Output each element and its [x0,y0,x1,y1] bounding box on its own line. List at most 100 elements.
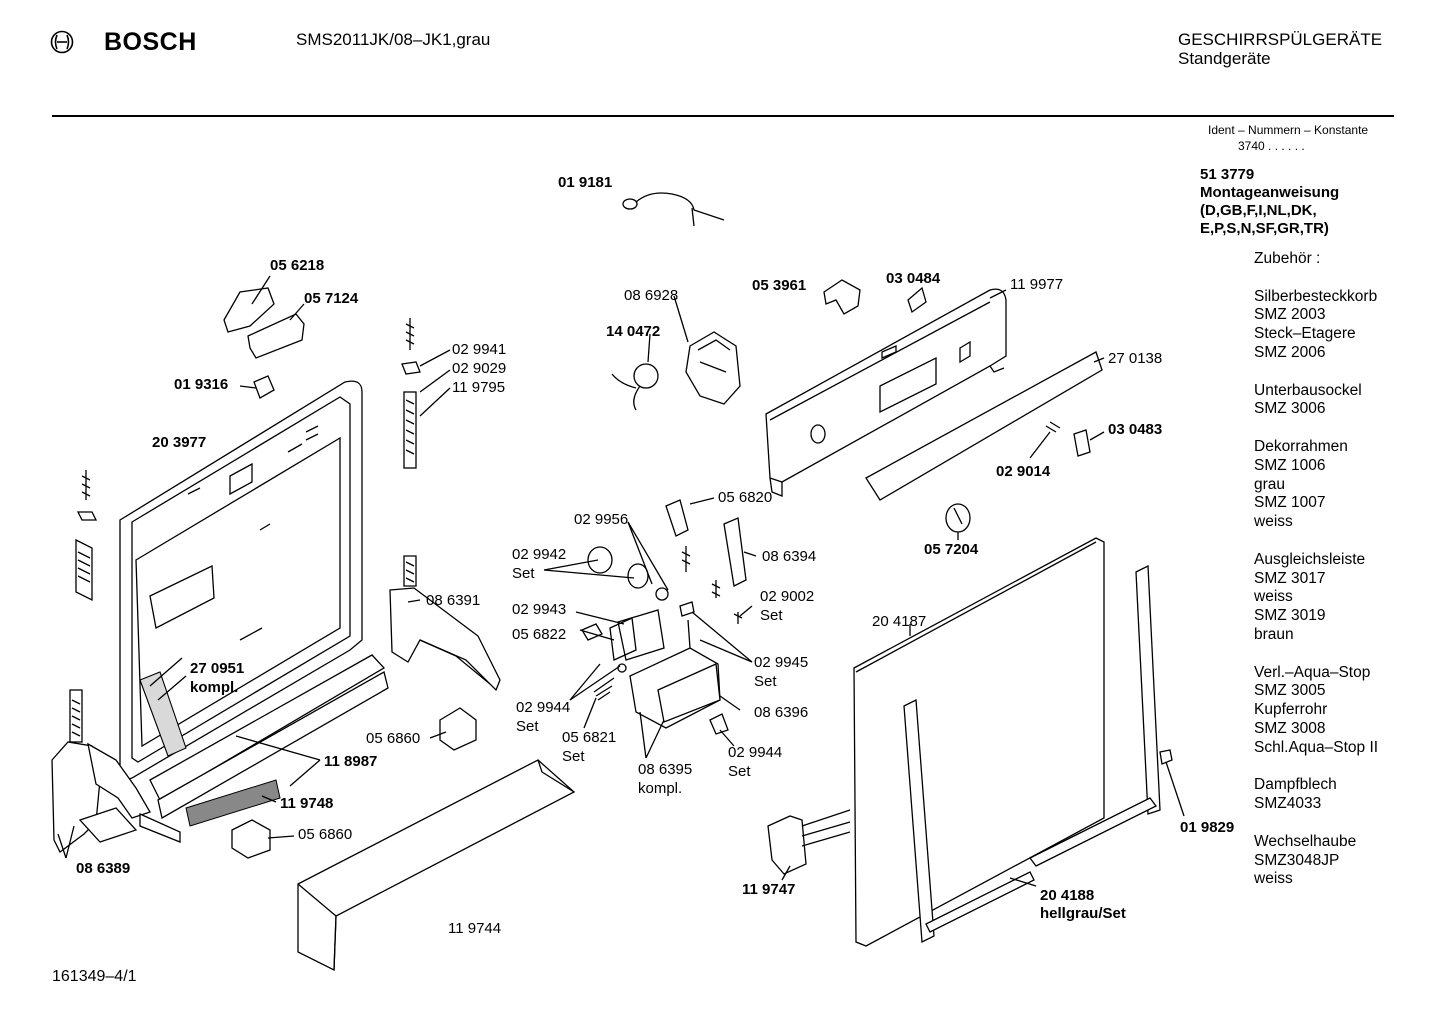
part-label: 02 9942 [512,546,566,563]
part-label: Set [754,673,777,690]
bosch-logo-icon [50,30,74,54]
part-label: 03 0484 [886,270,941,287]
category-title: GESCHIRRSPÜLGERÄTE [1178,30,1383,49]
part-label: kompl. [638,780,682,797]
part-label: 02 9002 [760,588,814,605]
accessory-group: Unterbausockel SMZ 3006 [1254,382,1378,420]
accessory-group: Ausgleichsleiste SMZ 3017 weiss SMZ 3019… [1254,551,1378,645]
accessory-group: Verl.–Aqua–Stop SMZ 3005 Kupferrohr SMZ … [1254,664,1378,758]
accessory-line: weiss [1254,870,1293,888]
accessory-line: SMZ 3019 [1254,607,1326,625]
part-label: 05 6821 [562,729,616,746]
accessory-group: Dekorrahmen SMZ 1006 grau SMZ 1007 weiss [1254,438,1378,532]
knob-part [945,503,971,533]
part-label: 05 7204 [924,541,979,558]
accessory-line: weiss [1254,588,1293,606]
part-label: 08 6389 [76,860,130,877]
accessory-group: Dampfblech SMZ4033 [1254,776,1378,814]
accessory-line: Ausgleichsleiste [1254,550,1366,568]
part-label: Set [512,565,535,582]
part-label: 02 9956 [574,511,628,528]
outer-door-panel [853,537,1105,947]
accessory-line: SMZ 1007 [1254,494,1326,512]
accessories-title: Zubehör : [1254,250,1321,267]
part-label: 11 8987 [324,753,377,770]
part-label: 02 9014 [996,463,1051,480]
category-subtitle: Standgeräte [1178,49,1271,68]
right-hinge-spring [389,318,501,692]
part-label: 27 0138 [1108,350,1162,367]
accessory-line: SMZ 1006 [1254,456,1326,474]
part-label: 20 4188 [1040,887,1094,904]
door-handle-assembly [581,499,747,735]
accessory-line: Wechselhaube [1254,832,1357,850]
leader-lines [57,275,1185,887]
part-label: Set [728,763,751,780]
ident-value: 3740 . . . . . . [1238,139,1305,153]
part-label: 08 6396 [754,704,808,721]
part-label: 02 9944 [728,744,782,761]
ident-block: Ident – Nummern – Konstante 3740 . . . .… [1208,122,1368,154]
toe-kick-panel [297,759,576,972]
manual-languages-2: E,P,S,N,SF,GR,TR) [1200,220,1329,237]
part-labels: 01 9181 05 6218 05 7124 01 9316 20 3977 … [76,174,1234,937]
part-label: kompl. [190,679,238,696]
part-label: 08 6391 [426,592,480,609]
part-label: 02 9945 [754,654,808,671]
accessory-line: Dampfblech [1254,776,1337,794]
accessory-line: Silberbesteckkorb [1254,287,1378,305]
part-label: 11 9977 [1010,276,1063,293]
part-label: 08 6394 [762,548,816,565]
left-hinge-assembly [51,470,181,853]
part-label: 01 9316 [174,376,228,393]
ident-label: Ident – Nummern – Konstante [1208,123,1369,137]
part-label: 05 3961 [752,277,806,294]
accessory-line: grau [1254,475,1286,493]
part-label: 05 7124 [304,290,359,307]
accessory-line: Kupferrohr [1254,701,1328,719]
part-label: 11 9795 [452,379,505,396]
part-label: 11 9744 [448,920,501,937]
door-frame-strips [903,564,1173,944]
control-panel [765,279,1007,497]
accessory-line: Unterbausockel [1254,381,1362,399]
part-label: 05 6820 [718,489,772,506]
part-label: Set [760,607,783,624]
part-label: 08 6928 [624,287,678,304]
cable-part [622,192,725,227]
accessory-line: SMZ 3006 [1254,400,1326,418]
part-label: 20 4187 [872,613,926,630]
part-label: 03 0483 [1108,421,1162,438]
part-label: 01 9181 [558,174,612,191]
header-rule [52,115,1394,117]
part-label: 20 3977 [152,434,206,451]
part-label: 02 9941 [452,341,506,358]
category-block: GESCHIRRSPÜLGERÄTE Standgeräte [1178,30,1382,68]
part-label: Set [562,748,585,765]
model-number: SMS2011JK/08–JK1,grau [296,30,491,49]
part-label: 01 9829 [1180,819,1234,836]
part-label: 11 9748 [280,795,333,812]
brand-name: BOSCH [104,28,197,56]
accessory-line: SMZ 3005 [1254,682,1326,700]
part-label: hellgrau/Set [1040,905,1126,922]
panel-strip [865,351,1103,501]
accessory-line: SMZ 3008 [1254,719,1326,737]
accessory-line: Steck–Etagere [1254,325,1356,343]
accessory-line: SMZ3048JP [1254,851,1340,869]
part-label: 02 9943 [512,601,566,618]
part-label: 05 6218 [270,257,324,274]
part-label: 02 9944 [516,699,570,716]
accessory-line: Verl.–Aqua–Stop [1254,663,1371,681]
accessory-line: braun [1254,625,1294,643]
lower-hinge-bracket [767,809,851,875]
accessory-line: SMZ 3017 [1254,569,1326,587]
part-label: 05 6860 [298,826,352,843]
accessory-line: SMZ 2006 [1254,343,1326,361]
accessory-line: SMZ4033 [1254,795,1322,813]
manual-title: Montageanweisung [1200,184,1340,201]
accessory-line: Schl.Aqua–Stop II [1254,738,1379,756]
accessory-group: Wechselhaube SMZ3048JP weiss [1254,833,1378,889]
